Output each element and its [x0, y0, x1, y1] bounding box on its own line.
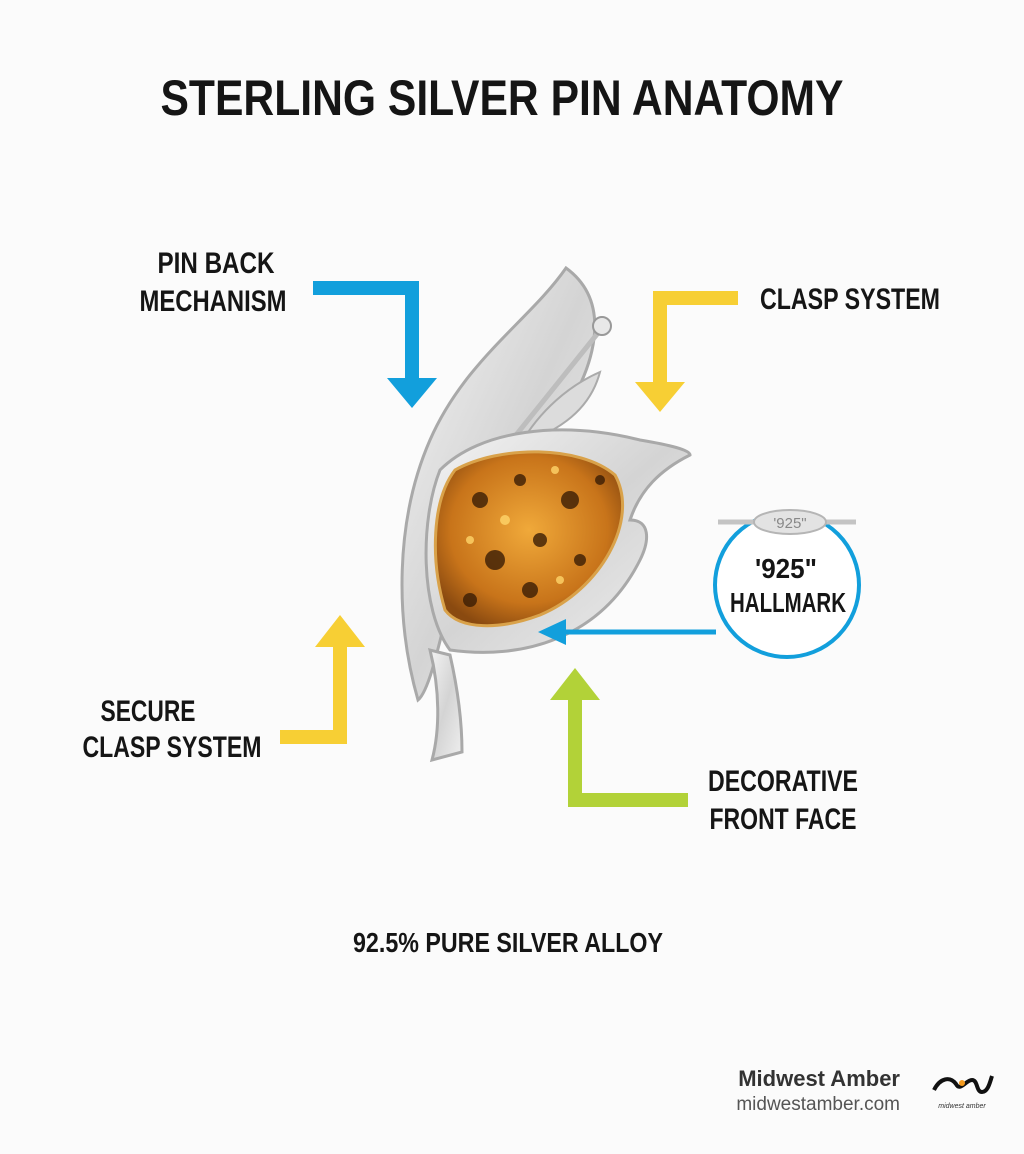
hallmark-label-line1: '925": [755, 553, 817, 584]
secure-clasp-label-line1: SECURE: [101, 695, 196, 728]
caption: 92.5% PURE SILVER ALLOY: [353, 927, 663, 958]
hallmark-callout: '925": [538, 509, 861, 659]
brand-logo-text: midwest amber: [938, 1103, 986, 1110]
front-face-arrow: [550, 668, 688, 807]
pin-back-label-line1: PIN BACK: [158, 247, 275, 280]
secure-clasp-arrow: [280, 615, 365, 744]
brand-url[interactable]: midwestamber.com: [736, 1094, 900, 1115]
secure-clasp-label-line2: CLASP SYSTEM: [83, 731, 262, 764]
silver-pin-illustration: [400, 265, 692, 763]
page-title: STERLING SILVER PIN ANATOMY: [161, 70, 844, 126]
pin-head: [592, 316, 612, 336]
clasp-arrow: [635, 291, 738, 412]
front-face-label-line2: FRONT FACE: [710, 803, 857, 836]
clasp-label: CLASP SYSTEM: [760, 283, 940, 316]
pin-back-arrow: [313, 281, 437, 408]
pin-stem: [427, 647, 464, 763]
hallmark-stamp: '925": [773, 515, 806, 532]
hallmark-label-line2: HALLMARK: [730, 587, 846, 618]
brand-logo: midwest amber: [932, 1075, 994, 1110]
pin-back-label-line2: MECHANISM: [140, 285, 287, 318]
front-face-label-line1: DECORATIVE: [708, 765, 858, 798]
brand-name: Midwest Amber: [738, 1066, 900, 1091]
